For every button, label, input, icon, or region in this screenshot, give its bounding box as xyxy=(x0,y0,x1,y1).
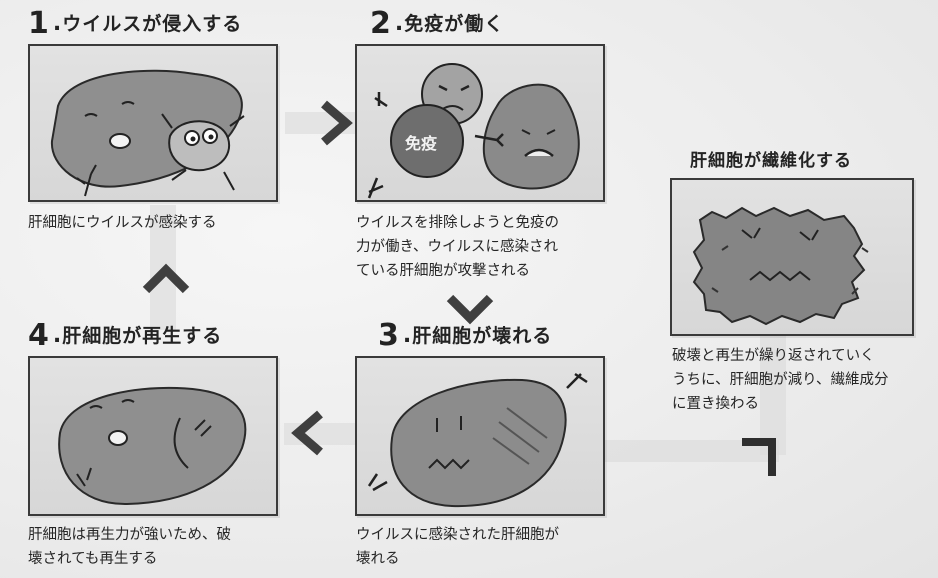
step-3-caption-line: 壊れる xyxy=(356,551,400,567)
fibrosis-title: 肝細胞が繊維化する xyxy=(690,146,852,171)
fibrosis-caption-line: に置き換わる xyxy=(672,396,759,412)
arrow-step2-to-step3 xyxy=(446,292,494,326)
step-4-title: 4.肝細胞が再生する xyxy=(28,318,223,353)
step-2-illustration: 免疫 xyxy=(355,44,605,202)
step-2-caption-line: ウイルスを排除しようと免疫の xyxy=(356,215,559,231)
virus-character xyxy=(161,113,245,191)
step-3-title-text: 肝細胞が壊れる xyxy=(412,325,553,347)
fibrosis-caption-line: うちに、肝細胞が減り、繊維成分 xyxy=(672,372,889,388)
arrow-step1-to-step2 xyxy=(318,100,354,146)
connector-band-to-fibrosis xyxy=(604,440,779,462)
damaged-cell-shape xyxy=(390,378,567,508)
step-1-illustration xyxy=(28,44,278,202)
step-3-caption: ウイルスに感染された肝細胞が 壊れる xyxy=(356,523,618,571)
step-1-number: 1 xyxy=(28,6,50,41)
step-2-title-text: 免疫が働く xyxy=(404,13,505,35)
fibrotic-cell-shape xyxy=(692,206,866,326)
fibrosis-caption-line: 破壊と再生が繰り返されていく xyxy=(672,348,875,364)
step-2-title: 2.免疫が働く xyxy=(370,6,505,41)
regenerating-cell-shape xyxy=(58,386,247,506)
step-2-caption: ウイルスを排除しようと免疫の 力が働き、ウイルスに感染され ている肝細胞が攻撃さ… xyxy=(356,211,618,283)
step-4-number: 4 xyxy=(28,318,50,353)
immune-cell-body xyxy=(390,104,464,178)
step-3-number: 3 xyxy=(378,318,400,353)
fibrosis-title-text: 肝細胞が繊維化する xyxy=(690,151,852,171)
step-2-number: 2 xyxy=(370,6,392,41)
arrow-cycle-to-fibrosis xyxy=(738,432,784,482)
immune-label: 免疫 xyxy=(405,134,438,153)
step-3-caption-line: ウイルスに感染された肝細胞が xyxy=(356,527,559,543)
step-3-illustration xyxy=(355,356,605,516)
step-4-caption: 肝細胞は再生力が強いため、破 壊されても再生する xyxy=(28,523,298,571)
step-2-caption-line: ている肝細胞が攻撃される xyxy=(356,263,530,279)
step-4-title-text: 肝細胞が再生する xyxy=(62,325,223,347)
step-1-title: 1.ウイルスが侵入する xyxy=(28,6,243,41)
arrow-step4-to-step1 xyxy=(142,262,190,296)
arrow-step3-to-step4 xyxy=(290,410,326,456)
step-1-title-text: ウイルスが侵入する xyxy=(62,13,243,35)
step-4-caption-line: 肝細胞は再生力が強いため、破 xyxy=(28,527,231,543)
connector-band-fibrosis-down xyxy=(760,330,786,455)
step-3-title: 3.肝細胞が壊れる xyxy=(378,318,553,353)
step-4-illustration xyxy=(28,356,278,516)
step-1-caption-line: 肝細胞にウイルスが感染する xyxy=(28,215,217,231)
step-4-caption-line: 壊されても再生する xyxy=(28,551,158,567)
fibrosis-caption: 破壊と再生が繰り返されていく うちに、肝細胞が減り、繊維成分 に置き換わる xyxy=(672,344,932,416)
fibrosis-illustration xyxy=(670,178,914,336)
step-1-caption: 肝細胞にウイルスが感染する xyxy=(28,211,278,235)
infected-cell-shape xyxy=(482,83,580,190)
step-2-caption-line: 力が働き、ウイルスに感染され xyxy=(356,239,558,255)
